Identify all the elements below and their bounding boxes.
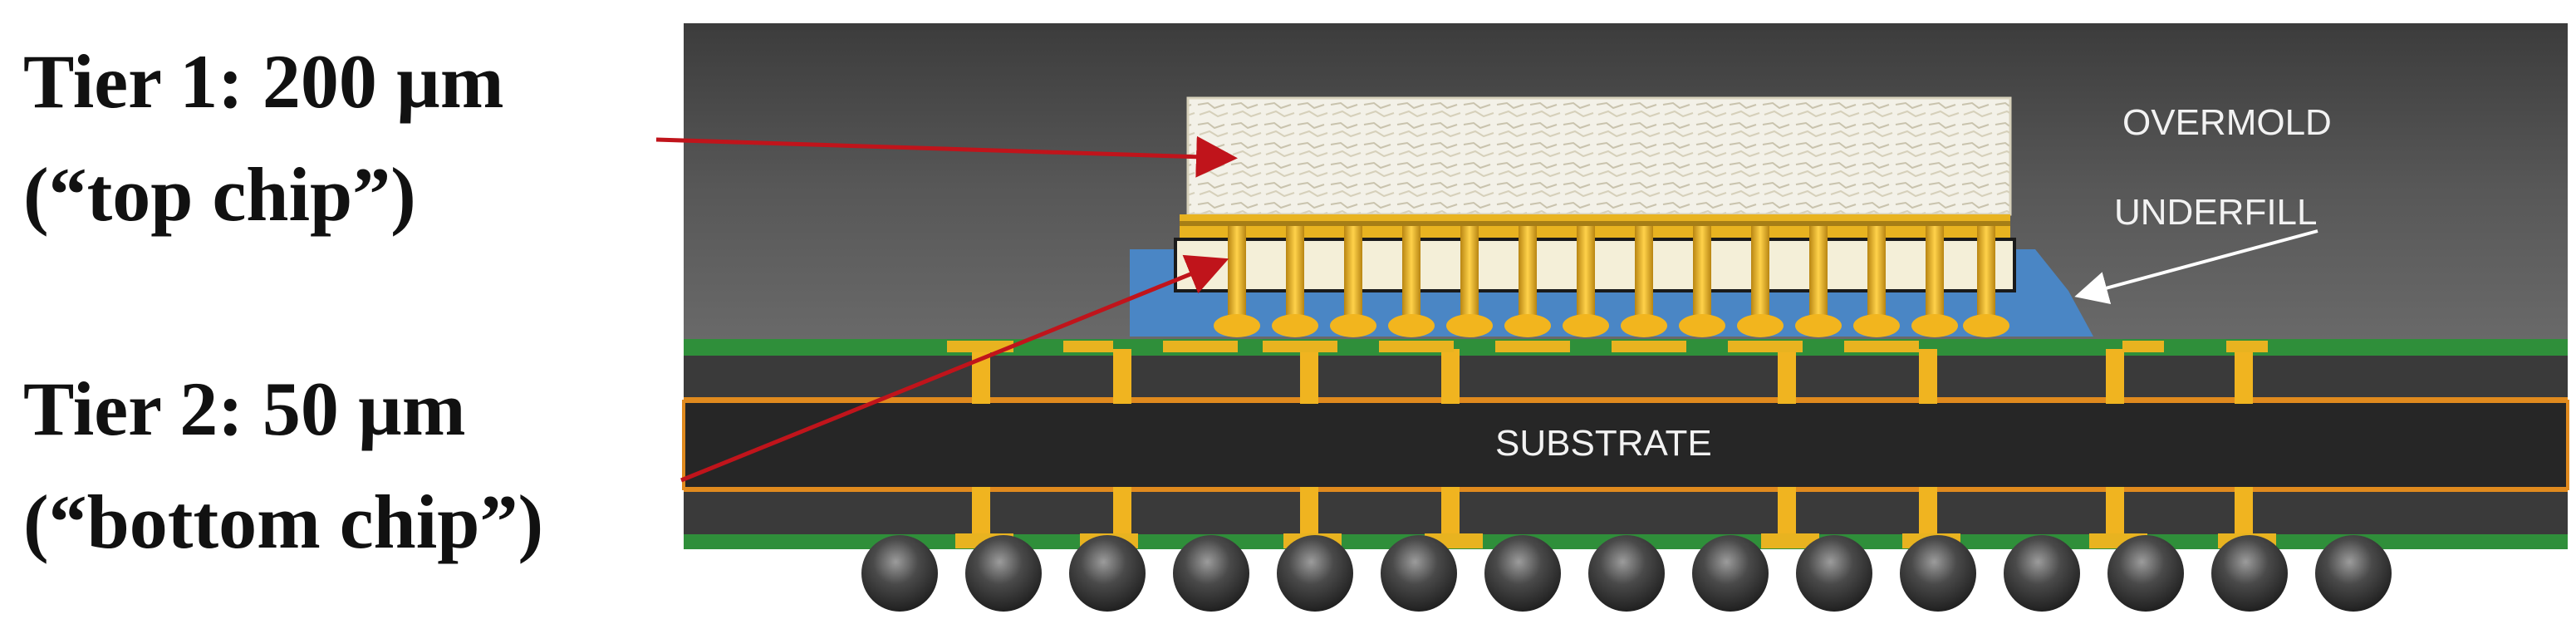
solder-balls	[861, 535, 2392, 612]
solder-ball	[861, 535, 938, 612]
substrate-copper-lines	[684, 397, 2568, 492]
tier2-label: Tier 2: 50 µm	[23, 366, 466, 451]
overmold-label: OVERMOLD	[2122, 102, 2332, 143]
solder-ball	[1692, 535, 1769, 612]
top-chip	[1186, 96, 2012, 216]
micro-bump-caps	[1214, 314, 2009, 337]
tier1-arrow	[655, 135, 1238, 178]
substrate-top-pads	[947, 341, 2268, 352]
tier1-label: Tier 1: 200 µm	[23, 39, 504, 124]
substrate-label: SUBSTRATE	[1495, 423, 1712, 464]
tier-labels: Tier 1: 200 µm (“top chip”) Tier 2: 50 µ…	[0, 0, 681, 629]
solder-ball	[1900, 535, 1976, 612]
tier2-sublabel: (“bottom chip”)	[23, 479, 544, 564]
underfill-pointer	[2074, 229, 2318, 304]
chip-bumps	[1228, 226, 1995, 324]
solder-ball	[1381, 535, 1457, 612]
substrate-vias-lower	[972, 487, 2253, 538]
solder-ball	[1069, 535, 1146, 612]
solder-ball	[1484, 535, 1561, 612]
solder-ball	[1796, 535, 1872, 612]
substrate-lower-layer	[684, 489, 2568, 534]
tier2-arrow	[680, 254, 1229, 483]
solder-ball	[1277, 535, 1353, 612]
substrate-vias-upper	[972, 349, 2253, 404]
solder-ball	[2107, 535, 2184, 612]
solder-ball	[2004, 535, 2080, 612]
solder-ball	[1173, 535, 1249, 612]
substrate-upper-layer	[684, 356, 2568, 401]
underfill-label: UNDERFILL	[2114, 192, 2318, 233]
solder-ball	[2315, 535, 2392, 612]
tier1-sublabel: (“top chip”)	[23, 152, 416, 237]
solder-ball	[2211, 535, 2288, 612]
substrate-core	[682, 400, 2569, 490]
solder-ball	[1588, 535, 1665, 612]
solder-ball	[965, 535, 1042, 612]
